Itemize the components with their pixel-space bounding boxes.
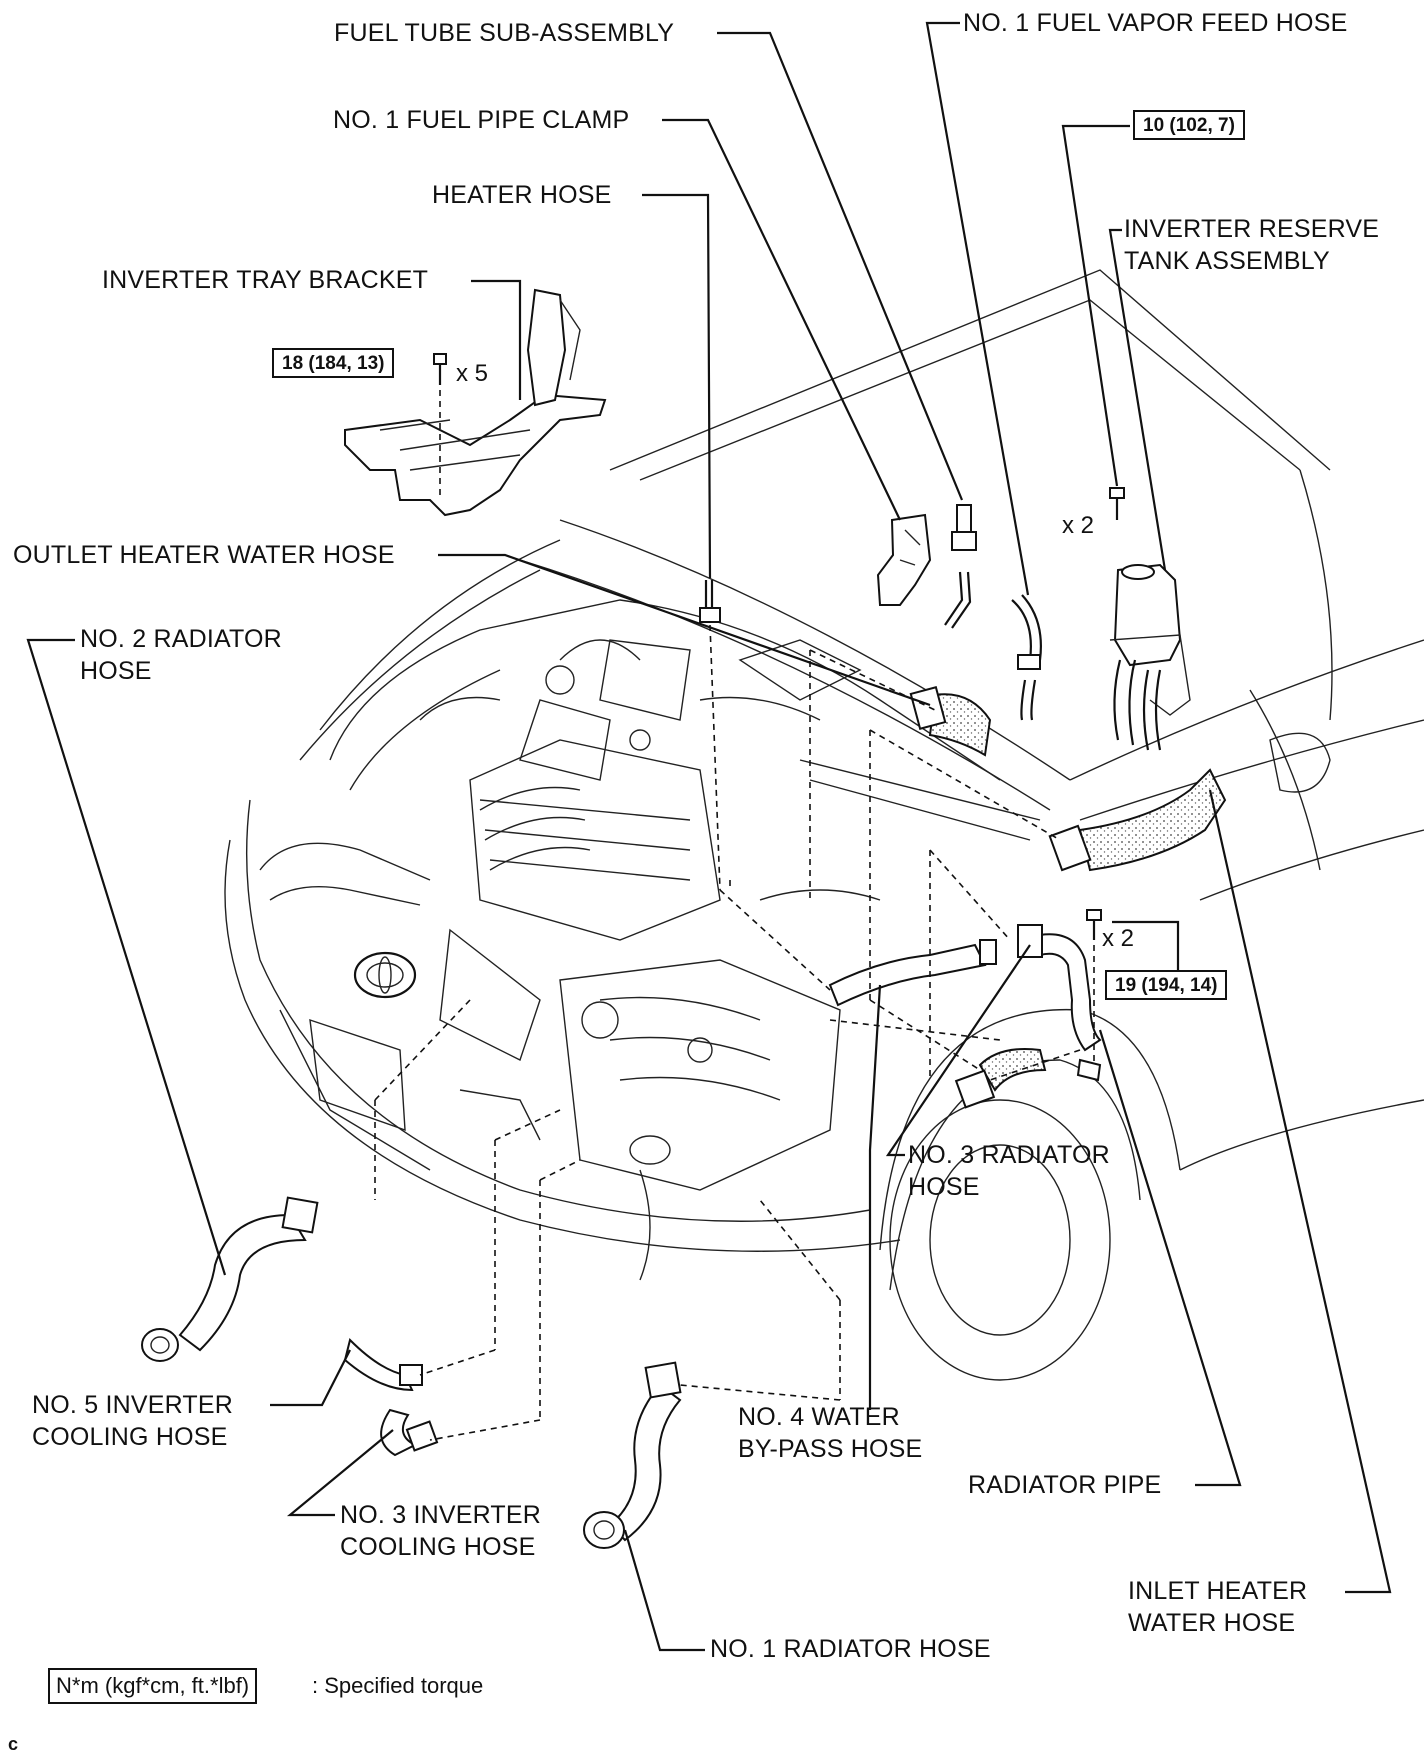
leader-lines [26,21,1392,1652]
label-no4-water-bypass-hose-line2: BY-PASS HOSE [738,1435,923,1463]
label-no1-fuel-vapor-feed-hose: NO. 1 FUEL VAPOR FEED HOSE [963,9,1348,37]
label-no4-water-bypass-hose-line1: NO. 4 WATER [738,1403,900,1431]
corner-mark: c [8,1734,19,1754]
legend-torque-unit-box: N*m (kgf*cm, ft.*lbf) [48,1668,258,1704]
label-inverter-tray-bracket: INVERTER TRAY BRACKET [102,266,429,294]
label-no2-radiator-hose-line2: HOSE [80,657,152,685]
label-no5-inverter-cooling-hose-line1: NO. 5 INVERTER [32,1391,233,1419]
qty-tray-bracket-bolts: x 5 [456,360,489,387]
torque-reserve-tank-bolt: 10 (102, 7) [1133,110,1245,140]
no1-radiator-hose-part [583,1361,682,1549]
label-inlet-heater-water-hose-line2: WATER HOSE [1128,1609,1296,1637]
label-no3-inverter-cooling-hose-line2: COOLING HOSE [340,1533,536,1561]
inverter-tray-bracket-part [344,288,607,517]
label-no3-radiator-hose-line2: HOSE [908,1173,980,1201]
fuel-tube-sub-assembly-part [944,504,977,629]
qty-radiator-pipe-bolts: x 2 [1102,925,1135,952]
inverter-reserve-tank-part [1109,563,1191,751]
inlet-heater-water-hose-part [1048,768,1227,872]
no1-fuel-pipe-clamp-part [876,513,932,606]
label-no5-inverter-cooling-hose-line2: COOLING HOSE [32,1423,228,1451]
toyota-emblem-icon [353,951,417,999]
no2-radiator-hose-part [141,1196,319,1362]
label-no1-radiator-hose: NO. 1 RADIATOR HOSE [710,1635,991,1663]
alignment-dashed-lines [374,649,1081,1441]
tray-bracket-bolt-icon [433,353,447,500]
heater-hose-part [699,580,721,891]
label-outlet-heater-water-hose: OUTLET HEATER WATER HOSE [13,541,395,569]
radiator-pipe-bolt-icon [1086,909,1102,1065]
reserve-tank-bolt-icon [1109,487,1125,520]
radiator-pipe-part [1017,924,1102,1082]
label-heater-hose: HEATER HOSE [432,181,612,209]
label-inverter-reserve-tank-line1: INVERTER RESERVE [1124,215,1380,243]
outlet-heater-water-hose-part [909,686,992,757]
label-radiator-pipe: RADIATOR PIPE [968,1471,1162,1499]
label-no1-fuel-pipe-clamp: NO. 1 FUEL PIPE CLAMP [333,106,630,134]
no3-inverter-cooling-hose-part [380,1408,439,1457]
label-fuel-tube-sub-assembly: FUEL TUBE SUB-ASSEMBLY [334,19,675,47]
label-no3-inverter-cooling-hose-line1: NO. 3 INVERTER [340,1501,541,1529]
qty-reserve-tank-bolts: x 2 [1062,512,1095,539]
no3-radiator-hose-part [954,1048,1047,1109]
engine-compartment [329,599,1041,1281]
legend-description: : Specified torque [312,1673,484,1698]
no5-inverter-cooling-hose-part [343,1338,423,1392]
torque-tray-bracket-bolt: 18 (184, 13) [272,348,395,378]
no1-fuel-vapor-feed-hose-part [1011,594,1042,721]
label-no3-radiator-hose-line1: NO. 3 RADIATOR [908,1141,1110,1169]
label-no2-radiator-hose-line1: NO. 2 RADIATOR [80,625,282,653]
label-inlet-heater-water-hose-line1: INLET HEATER [1128,1577,1308,1605]
no4-water-bypass-hose-part [828,939,997,1007]
torque-radiator-pipe-bolt: 19 (194, 14) [1105,970,1228,1000]
label-inverter-reserve-tank-line2: TANK ASSEMBLY [1124,247,1330,275]
